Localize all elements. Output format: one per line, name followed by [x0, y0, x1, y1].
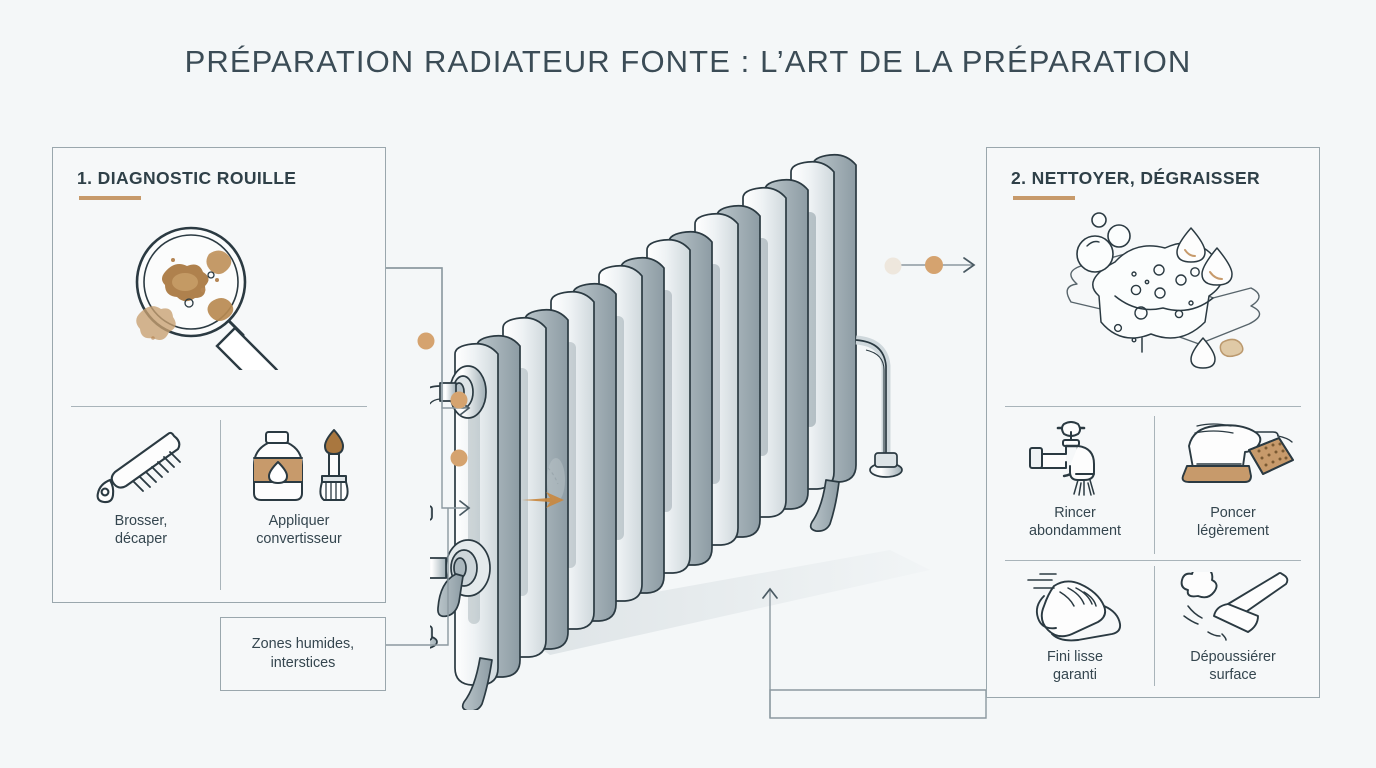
vacuum-nozzle-icon [1174, 572, 1292, 642]
panel-left-divider [71, 406, 367, 408]
panel-right-divider-2 [1005, 560, 1301, 562]
item-poncer-legerement[interactable]: Poncer légèrement [1157, 420, 1309, 540]
magnifier-rust-icon [113, 220, 328, 392]
sponge-bubbles-icon [1009, 210, 1299, 395]
panel-right-heading-underline [1013, 196, 1075, 200]
note-zones-humides[interactable]: Zones humides, interstices [220, 617, 386, 691]
cast-iron-radiator-illustration [430, 153, 930, 710]
panel-right-divider-1 [1005, 406, 1301, 408]
item-depoussierer-surface[interactable]: Dépoussiérer surface [1157, 572, 1309, 684]
panel-right-vdivider-1 [1154, 416, 1156, 554]
arrowhead-right [963, 257, 976, 273]
panel-left-heading-underline [79, 196, 141, 200]
item-label: Dépoussiérer surface [1190, 649, 1276, 683]
item-label: Brosser, décaper [114, 513, 168, 547]
item-label: Rincer abondamment [1028, 505, 1121, 539]
panel-left-vertical-divider [220, 420, 222, 590]
item-label: Fini lisse garanti [1047, 649, 1103, 683]
panel-diagnostic-rouille[interactable]: 1. DIAGNOSTIC ROUILLE [52, 147, 386, 603]
item-appliquer-convertisseur[interactable]: Appliquer convertisseur [223, 428, 375, 548]
converter-bottle-brush-icon [240, 428, 358, 506]
item-fini-lisse-garanti[interactable]: Fini lisse garanti [999, 572, 1151, 684]
outlet-pipe [855, 335, 903, 478]
faucet-rinse-icon [1022, 420, 1128, 498]
rust-spot-arrow [522, 458, 565, 508]
panel-left-heading: 1. DIAGNOSTIC ROUILLE [77, 168, 297, 188]
wire-brush-icon [86, 428, 196, 506]
radiator-foot [809, 479, 840, 532]
item-label: Appliquer convertisseur [256, 513, 342, 547]
panel-nettoyer-degraisser[interactable]: 2. NETTOYER, DÉGRAISSER [986, 147, 1320, 698]
supply-pipe [430, 505, 438, 649]
item-label: Poncer légèrement [1197, 505, 1269, 539]
hand-cloth-icon [1020, 572, 1130, 642]
radiator-shadow [500, 550, 930, 655]
radiator-fin [454, 334, 521, 686]
orbital-sander-icon [1171, 420, 1295, 498]
item-brosser-decaper[interactable]: Brosser, décaper [65, 428, 217, 548]
item-rincer-abondamment[interactable]: Rincer abondamment [999, 420, 1151, 540]
panel-right-vdivider-2 [1154, 566, 1156, 686]
rust-spots [136, 250, 234, 340]
panel-right-heading: 2. NETTOYER, DÉGRAISSER [1011, 168, 1261, 188]
note-label: Zones humides, interstices [251, 636, 355, 671]
radiator-foot [461, 657, 493, 710]
page-title: PRÉPARATION RADIATEUR FONTE : L’ART DE L… [184, 44, 1192, 79]
